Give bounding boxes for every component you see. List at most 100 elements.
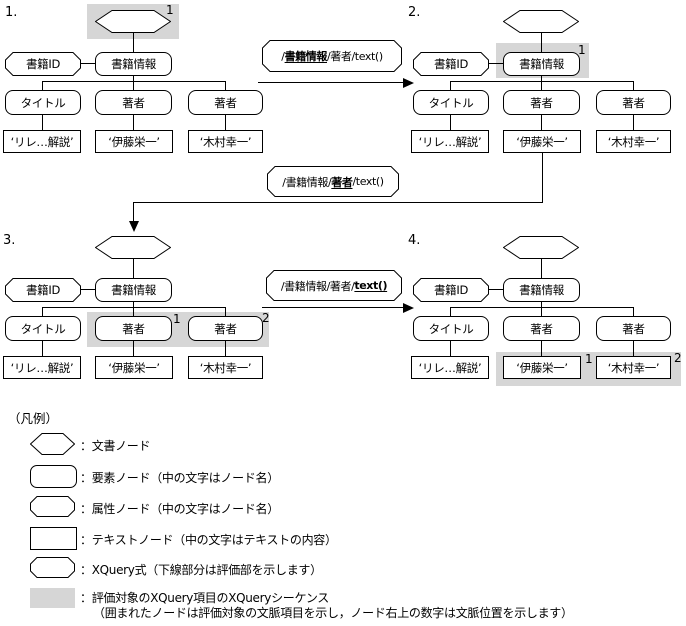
- context-position-marker: 1: [173, 312, 181, 326]
- step-number: 1.: [5, 5, 18, 20]
- text-node-title: ‘リレ…解説’: [411, 130, 489, 153]
- connector-line: [133, 33, 134, 52]
- connector-line: [450, 115, 451, 130]
- hexagon-shape: [95, 236, 171, 259]
- legend-item-label: ：要素ノード（中の文字はノード名）: [80, 471, 279, 485]
- element-node-author-2: 著者: [596, 316, 671, 341]
- node-label: 書籍ID: [25, 283, 61, 297]
- context-position-marker: 1: [578, 43, 586, 57]
- element-node-root: 書籍情報: [503, 52, 580, 76]
- text-node-author-2: ‘木村幸一’: [188, 356, 263, 379]
- octagon-shape: [413, 278, 489, 302]
- connector-line: [541, 259, 542, 278]
- hexagon-shape: [503, 10, 579, 33]
- attribute-node: 書籍ID: [5, 52, 81, 76]
- connector-line: [42, 341, 43, 356]
- node-label: ‘木村幸一’: [199, 134, 252, 149]
- connector-line: [541, 341, 542, 356]
- step-arrow-line: [133, 203, 134, 221]
- connector-line: [42, 307, 226, 308]
- tree-step-3: 3. 1 2 書籍ID 書籍情報 タイトル 著者 著者: [0, 226, 276, 382]
- right-arrowhead: [403, 302, 414, 313]
- element-node-author-1: 著者: [95, 316, 172, 341]
- node-label: ‘木村幸一’: [607, 360, 660, 375]
- hexagon-shape: [503, 236, 579, 259]
- node-label: ‘木村幸一’: [199, 360, 252, 375]
- node-label: 書籍ID: [25, 57, 61, 71]
- step-arrow-line: [542, 153, 543, 203]
- legend-item-label: ：属性ノード（中の文字はノード名）: [80, 502, 279, 516]
- legend-element-node-shape: [30, 465, 77, 488]
- expression-evaluated-part: text(): [354, 279, 388, 292]
- node-label: 著者: [622, 95, 645, 110]
- hexagon-shape: [29, 433, 76, 455]
- element-node-author-1: 著者: [95, 90, 172, 115]
- connector-line: [633, 341, 634, 356]
- connector-line: [133, 76, 134, 81]
- expression-prefix: /書籍情報/: [282, 175, 332, 189]
- legend-xquery-shape: [30, 557, 75, 578]
- node-label: 著者: [122, 321, 145, 336]
- connector-line: [541, 82, 542, 90]
- legend-text-node-shape: [30, 527, 77, 550]
- expression-prefix: /書籍情報/著者/: [280, 279, 355, 293]
- text-node-title: ‘リレ…解説’: [3, 356, 81, 379]
- connector-line: [225, 115, 226, 130]
- node-label: タイトル: [428, 95, 474, 110]
- element-node-root: 書籍情報: [95, 278, 172, 302]
- legend-item-label-line2: （囲まれたノードは評価対象の文脈項目を示し，ノード右上の数字は文脈位置を示します…: [93, 606, 573, 620]
- node-label: 書籍ID: [433, 57, 469, 71]
- context-position-marker: 1: [166, 3, 174, 17]
- xquery-expression-1: /書籍情報/著者/text(): [262, 40, 402, 72]
- connector-line: [42, 81, 226, 82]
- legend-title: （凡例）: [8, 411, 59, 426]
- connector-line: [633, 82, 634, 90]
- node-label: タイトル: [428, 321, 474, 336]
- connector-line: [450, 341, 451, 356]
- hexagon-shape: [95, 10, 171, 33]
- node-label: ‘リレ…解説’: [418, 134, 482, 149]
- expression-prefix: /: [281, 49, 285, 63]
- context-position-marker: 1: [585, 352, 593, 366]
- connector-line: [541, 308, 542, 316]
- tree-step-4: 4. 1 2 書籍ID 書籍情報 タイトル 著者 著者: [408, 226, 684, 386]
- octagon-shape: [413, 52, 489, 76]
- text-node-author-2: ‘木村幸一’: [596, 356, 671, 379]
- step-arrow-line: [258, 82, 405, 83]
- connector-line: [133, 341, 134, 356]
- xquery-box-shape: [267, 166, 399, 197]
- connector-line: [450, 81, 634, 82]
- connector-line: [42, 82, 43, 90]
- element-node-author-2: 著者: [596, 90, 671, 115]
- text-node-author-2: ‘木村幸一’: [596, 130, 671, 153]
- tree-step-1: 1. 1 書籍ID 書籍情報 タイトル 著者 著者: [0, 0, 276, 156]
- step-arrow-line: [133, 202, 543, 203]
- legend-item-label: ：XQuery式（下線部分は評価部を示します）: [80, 563, 322, 577]
- expression-evaluated-part: 書籍情報: [284, 50, 328, 63]
- node-label: ‘伊藤栄一’: [516, 134, 568, 149]
- node-label: ‘リレ…解説’: [10, 134, 74, 149]
- element-node-root: 書籍情報: [503, 278, 580, 302]
- connector-line: [450, 308, 451, 316]
- legend-highlight-swatch: [30, 588, 75, 608]
- context-position-marker: 2: [674, 351, 682, 365]
- right-arrowhead: [403, 77, 414, 88]
- connector-line: [633, 308, 634, 316]
- element-node-title: タイトル: [5, 316, 81, 341]
- connector-line: [541, 302, 542, 307]
- connector-line: [450, 82, 451, 90]
- node-label: ‘木村幸一’: [607, 134, 660, 149]
- octagon-shape: [5, 278, 81, 302]
- connector-line: [225, 308, 226, 316]
- element-node-author-1: 著者: [503, 90, 580, 115]
- octagon-shape: [5, 52, 81, 76]
- expression-suffix: /text(): [352, 175, 385, 188]
- step-number: 3.: [3, 233, 16, 248]
- attribute-node: 書籍ID: [413, 278, 489, 302]
- connector-line: [133, 115, 134, 130]
- tree-step-2: 2. 1 書籍ID 書籍情報 タイトル 著者 著者: [408, 0, 684, 156]
- connector-line: [81, 63, 95, 64]
- xquery-box-shape: [266, 270, 402, 301]
- text-node-title: ‘リレ…解説’: [411, 356, 489, 379]
